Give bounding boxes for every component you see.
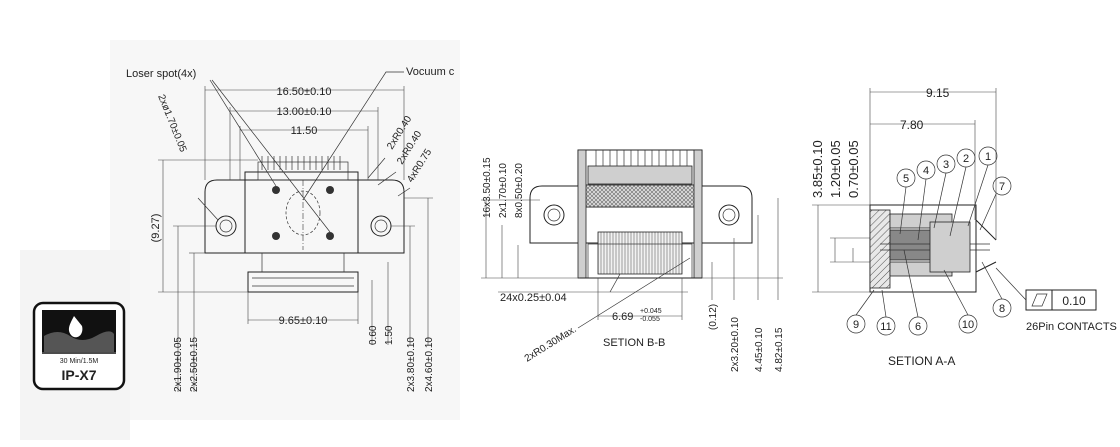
dim-aa-overall: 9.15 — [926, 86, 950, 100]
dim-bb-pin-height: 2x1.70±0.10 — [498, 163, 509, 218]
dim-overall-height: (9.27) — [150, 214, 162, 243]
badge-depth-time: 30 Min/1.5M — [60, 358, 99, 365]
section-bb-title: SETION B-B — [603, 337, 665, 349]
dim-aa-height: 3.85±0.10 — [810, 140, 825, 198]
dim-flange-offset: 2x2.50±0.15 — [189, 337, 200, 392]
dim-flange-height: 2x4.60±0.10 — [424, 337, 435, 392]
laser-spot — [326, 186, 334, 194]
dim-aa-body: 7.80 — [900, 118, 924, 132]
dim-aa-1-20: 1.20±0.05 — [828, 140, 843, 198]
section-aa-hatched-wall — [869, 209, 891, 289]
section-aa-title: SETION A-A — [888, 354, 955, 368]
flatness-icon — [1031, 293, 1048, 307]
laser-spot — [326, 232, 334, 240]
front-view-panel — [110, 40, 460, 420]
ip-x7-badge: 30 Min/1.5M IP-X7 — [32, 301, 126, 391]
section-bb-left-hole — [543, 204, 565, 226]
dim-bb-0-12: (0.12) — [708, 304, 719, 330]
dim-bb-tol-minus: -0.055 — [640, 316, 660, 323]
section-bb-pins — [595, 150, 688, 166]
dim-bb-tongue-width: 6.69 — [612, 311, 633, 323]
dim-body-width: 13.00±0.10 — [277, 106, 332, 118]
dim-inner-width: 11.50 — [291, 125, 318, 137]
dim-bb-pin-length: 16x3.50±0.15 — [482, 157, 493, 218]
section-bb-view: 16x3.50±0.15 2x1.70±0.10 8x0.50±0.20 24x… — [481, 149, 785, 372]
dim-aa-0-70: 0.70±0.05 — [846, 140, 861, 198]
balloon-10: 10 — [962, 319, 974, 331]
dim-overall-width: 16.50±0.10 — [277, 86, 332, 98]
dim-lip-0-60: 0.60 — [368, 325, 379, 345]
section-aa-view: 9.15 7.80 3.85±0.10 1.20±0.05 0.70±0.05 … — [810, 86, 1117, 368]
balloon-8: 8 — [999, 303, 1005, 315]
balloon-7: 7 — [999, 181, 1005, 193]
flatness-value: 0.10 — [1062, 294, 1086, 308]
balloon-9: 9 — [853, 319, 859, 331]
dim-bb-4-45: 4.45±0.10 — [754, 327, 765, 372]
section-bb-left-wall — [577, 149, 587, 279]
balloon-6: 6 — [915, 321, 921, 333]
dim-bb-4-82: 4.82±0.15 — [774, 327, 785, 372]
section-aa-rear-block — [929, 221, 971, 273]
balloon-2: 2 — [963, 153, 969, 165]
balloon-11: 11 — [880, 321, 891, 333]
callout-vacuum: Vocuum c — [406, 66, 455, 78]
section-bb-tongue — [597, 231, 683, 275]
water-drop-icon — [68, 316, 83, 338]
dim-lip-1-50: 1.50 — [384, 325, 395, 345]
balloon-4: 4 — [923, 165, 929, 177]
dim-hole-height: 2x3.80±0.10 — [406, 337, 417, 392]
balloon-1: 1 — [985, 151, 991, 163]
dim-bb-3-20: 2x3.20±0.10 — [730, 317, 741, 372]
dim-bb-tol-plus: +0.045 — [640, 308, 662, 315]
callout-laser-spot: Loser spot(4x) — [126, 68, 196, 80]
contacts-note: 26Pin CONTACTS — [1026, 321, 1117, 333]
section-bb-right-wall — [693, 149, 703, 279]
water-wave-icon — [44, 331, 114, 352]
dim-hole-offset: 2x1.90±0.05 — [173, 337, 184, 392]
dim-bb-pin-gap: 8x0.50±0.20 — [514, 163, 525, 218]
section-bb-contact-header — [587, 165, 693, 185]
front-receptacle — [247, 271, 359, 293]
laser-spot — [272, 186, 280, 194]
badge-rating: IP-X7 — [61, 367, 96, 383]
section-bb-right-hole — [718, 204, 740, 226]
dim-bb-pin-width: 24x0.25±0.04 — [500, 292, 567, 304]
laser-spot — [272, 232, 280, 240]
dim-receptacle-width: 9.65±0.10 — [279, 315, 328, 327]
balloon-3: 3 — [943, 159, 949, 171]
dim-bb-radius: 2xR0.30Max. — [523, 324, 579, 365]
balloon-5: 5 — [903, 173, 909, 185]
